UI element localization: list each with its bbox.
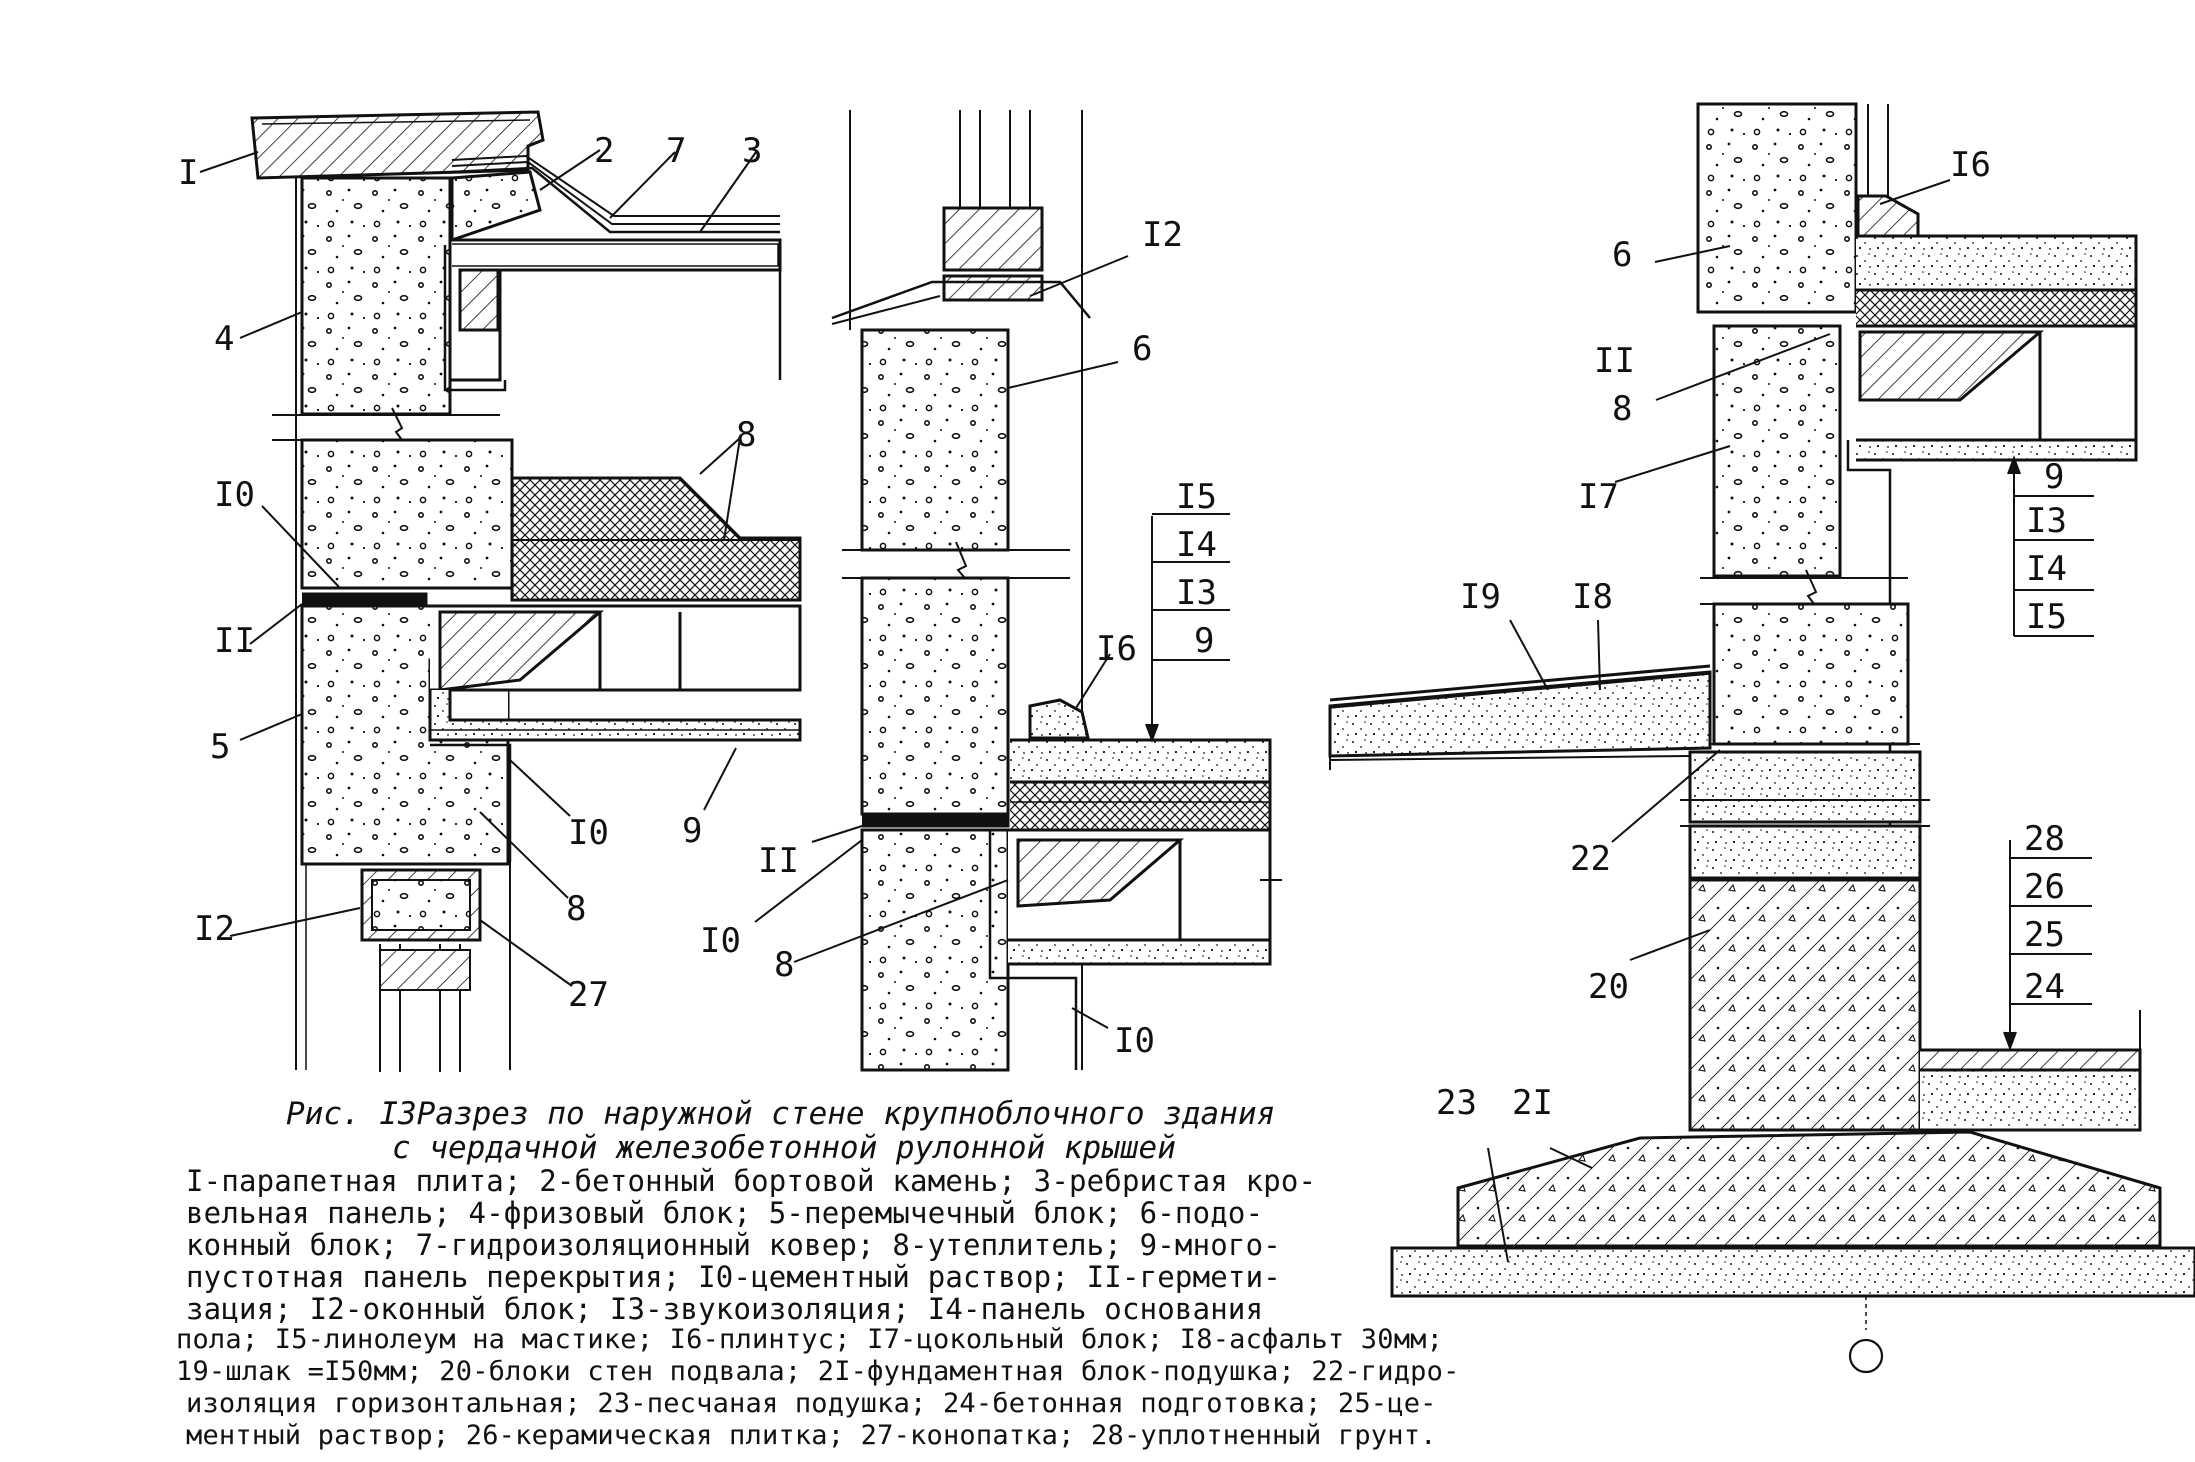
label-28: 28: [2024, 819, 2065, 859]
label-14-middle: I4: [1176, 525, 1217, 565]
label-24: 24: [2024, 967, 2065, 1007]
label-9-middle: 9: [1194, 621, 1214, 661]
left-section-eaves: [250, 110, 802, 1072]
label-13-right: I3: [2026, 501, 2067, 541]
label-8-right: 8: [1612, 389, 1632, 429]
label-13-middle: I3: [1176, 573, 1217, 613]
legend-line: конный блок; 7-гидроизоляционный ковер; …: [186, 1228, 1281, 1262]
label-21: 2I: [1512, 1083, 1553, 1123]
label-4: 4: [214, 319, 234, 359]
label-11-left: II: [214, 621, 255, 661]
label-12-middle: I2: [1142, 215, 1183, 255]
label-14-right: I4: [2026, 549, 2067, 589]
right-section-basement: [1328, 102, 2195, 1374]
label-9-left: 9: [682, 811, 702, 851]
label-5: 5: [210, 727, 230, 767]
label-10-upper: I0: [214, 475, 255, 515]
legend-line: I-парапетная плита; 2-бетонный бортовой …: [186, 1164, 1317, 1198]
label-8-insulation: 8: [736, 415, 756, 455]
label-11-middle: II: [758, 841, 799, 881]
label-16-right: I6: [1950, 145, 1991, 185]
label-23: 23: [1436, 1083, 1477, 1123]
label-25: 25: [2024, 915, 2065, 955]
legend-line: 19-шлак =I50мм; 20-блоки стен подвала; 2…: [176, 1356, 1460, 1387]
label-12-left: I2: [194, 909, 235, 949]
legend-line: пола; I5-линолеум на мастике; I6-плинтус…: [176, 1324, 1444, 1355]
legend-line: изоляция горизонтальная; 23-песчаная под…: [186, 1388, 1437, 1419]
label-17: I7: [1578, 477, 1619, 517]
figure-title-line-2: с чердачной железобетонной рулонной крыш…: [392, 1130, 1176, 1166]
label-10-middle: I0: [700, 921, 741, 961]
label-20: 20: [1588, 967, 1629, 1007]
legend-line: зация; I2-оконный блок; I3-звукоизоляция…: [186, 1292, 1264, 1326]
label-3: 3: [742, 131, 762, 171]
label-10-bottom: I0: [1114, 1021, 1155, 1061]
figure-title-line-1: Рис. I3Разрез по наружной стене крупнобл…: [286, 1096, 1276, 1132]
callout-labels: I 2 7 3 4 8 I0 II 5 I0 9 8 I2 27 I2 6 I5…: [178, 131, 2067, 1123]
label-8-left: 8: [566, 889, 586, 929]
label-27: 27: [568, 975, 609, 1015]
label-18: I8: [1572, 577, 1613, 617]
legend-line: пустотная панель перекрытия; I0-цементны…: [186, 1260, 1281, 1294]
legend-line: ментный раствор; 26-керамическая плитка;…: [186, 1420, 1437, 1451]
label-26: 26: [2024, 867, 2065, 907]
label-7: 7: [666, 131, 686, 171]
middle-section-window: [831, 110, 1282, 1072]
label-22: 22: [1570, 839, 1611, 879]
label-6-middle: 6: [1132, 329, 1152, 369]
label-11-right: II: [1594, 341, 1635, 381]
label-1: I: [178, 153, 198, 193]
label-19: I9: [1460, 577, 1501, 617]
label-8-middle: 8: [774, 945, 794, 985]
label-9-right: 9: [2044, 457, 2064, 497]
label-15-middle: I5: [1176, 477, 1217, 517]
legend-line: вельная панель; 4-фризовый блок; 5-перем…: [186, 1196, 1264, 1230]
label-6-right: 6: [1612, 235, 1632, 275]
label-15-right: I5: [2026, 597, 2067, 637]
label-2: 2: [594, 131, 614, 171]
label-16-middle: I6: [1096, 629, 1137, 669]
label-10-lintel: I0: [568, 813, 609, 853]
leader-lines: [199, 149, 2094, 1263]
